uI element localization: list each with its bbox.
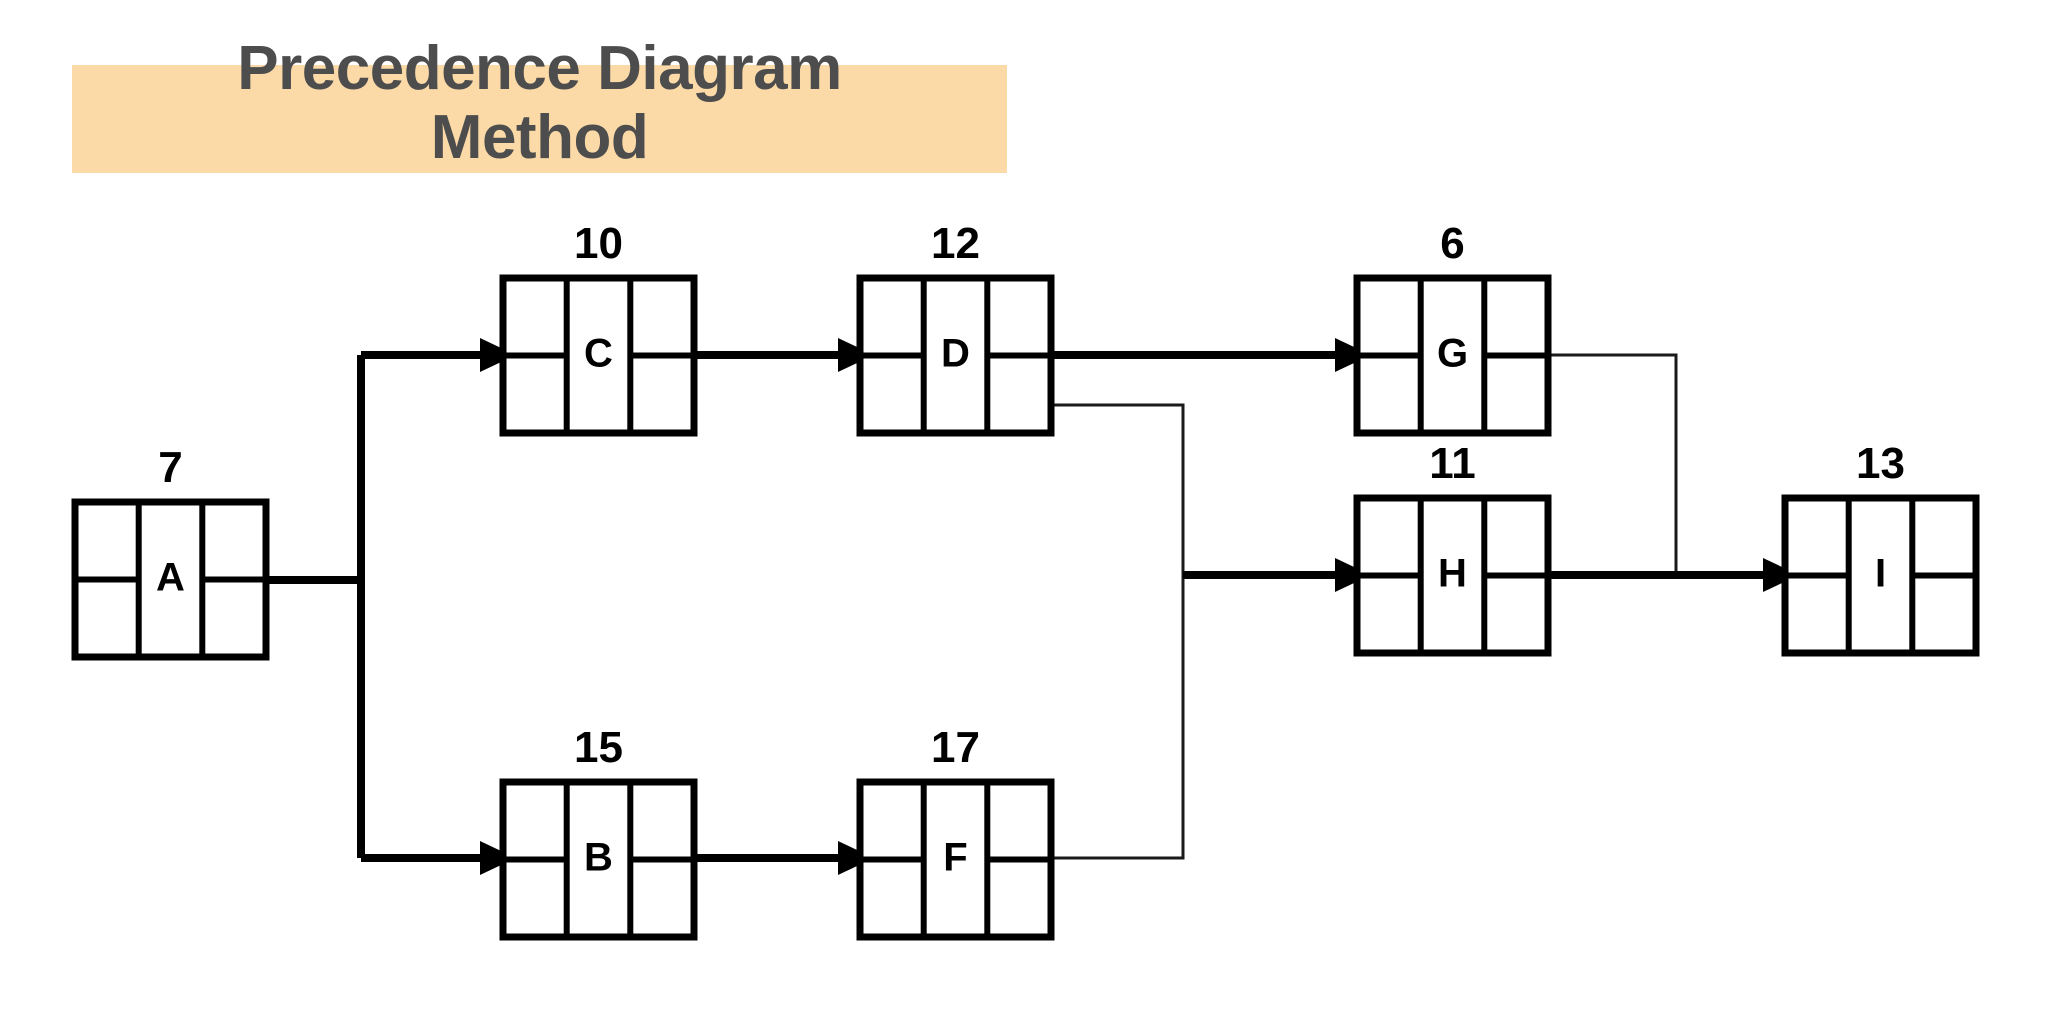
page-title: Precedence Diagram Method [237,34,842,173]
node-g[interactable]: 6 G [1353,219,1552,437]
edge-a-to-c [361,338,516,372]
edge-d-to-f [1051,403,1185,860]
node-g-duration: 6 [1440,219,1464,268]
edge-c-to-d [694,338,874,372]
edge-a-to-branch [266,355,365,858]
node-a-duration: 7 [158,443,182,492]
node-f[interactable]: 17 F [856,723,1055,941]
edge-f-to-h [1183,558,1371,592]
node-f-duration: 17 [931,723,980,772]
node-f-label: F [943,836,967,880]
node-h-duration: 11 [1429,439,1476,488]
node-d[interactable]: 12 D [856,219,1055,437]
node-g-label: G [1437,332,1468,376]
node-c[interactable]: 10 C [499,219,698,437]
edge-a-to-b [361,841,516,875]
node-c-label: C [584,332,613,376]
node-b-label: B [584,836,613,880]
edge-g-to-i [1548,353,1678,575]
edge-b-to-f [694,841,874,875]
node-a[interactable]: 7 A [71,443,270,661]
node-d-duration: 12 [931,219,980,268]
node-i[interactable]: 13 I [1781,439,1980,657]
node-i-label: I [1875,552,1886,596]
node-a-label: A [156,556,185,600]
title-highlight-band [72,65,1007,173]
node-d-label: D [941,332,970,376]
node-b[interactable]: 15 B [499,723,698,941]
edge-h-to-i [1548,558,1799,592]
node-c-duration: 10 [574,219,623,268]
edge-d-to-g [1051,338,1371,372]
node-h[interactable]: 11 H [1353,439,1552,657]
node-b-duration: 15 [574,723,623,772]
node-i-duration: 13 [1856,439,1905,488]
node-h-label: H [1438,552,1467,596]
